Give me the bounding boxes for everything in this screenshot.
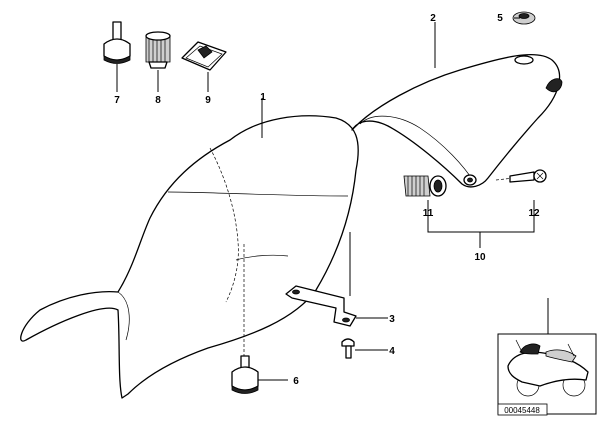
callout-11: 11	[423, 208, 434, 219]
bolt-part-4	[341, 338, 355, 359]
leader-lines	[116, 17, 535, 381]
knurled-knob-part-8	[145, 31, 171, 69]
motorcycle-inset: 00045448	[497, 298, 597, 416]
callout-1: 1	[260, 92, 266, 103]
seat-part-1	[20, 115, 359, 399]
clip-nut-part-9	[181, 41, 227, 71]
callout-labels: 7 8 9 1 2 5 3 4 6 11 12 10	[114, 13, 540, 387]
rear-seat-cover-part-2	[351, 53, 563, 188]
callout-5: 5	[497, 13, 503, 24]
screw-part-12	[495, 169, 547, 183]
callout-12: 12	[528, 208, 540, 219]
callout-7: 7	[114, 95, 120, 106]
lock-barrel-part-11	[403, 175, 447, 197]
callout-6: 6	[293, 376, 299, 387]
callout-10: 10	[474, 252, 486, 263]
callout-2: 2	[430, 13, 436, 24]
rubber-buffer-part-6	[231, 355, 259, 394]
motorcycle-icon	[507, 339, 589, 397]
bracket-part-3	[285, 285, 357, 327]
callout-3: 3	[389, 314, 395, 325]
rubber-buffer-part-7	[103, 21, 131, 64]
grommet-part-5	[512, 11, 536, 25]
catalog-number: 00045448	[504, 406, 540, 415]
callout-8: 8	[155, 95, 161, 106]
callout-4: 4	[389, 346, 395, 357]
callout-9: 9	[205, 95, 211, 106]
